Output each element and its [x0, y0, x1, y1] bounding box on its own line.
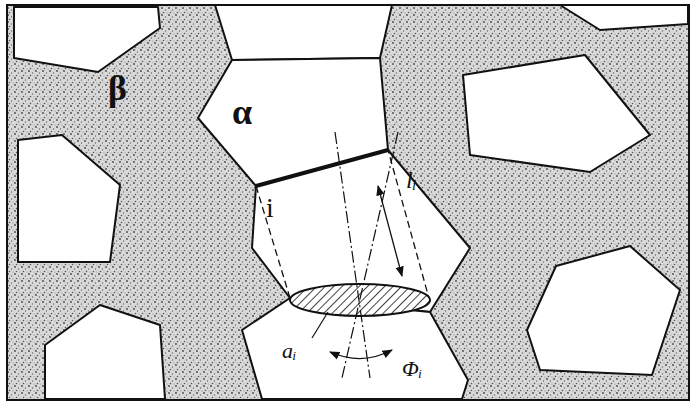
leader-line — [312, 312, 328, 338]
projection-lines — [256, 150, 430, 302]
phase-label: β — [108, 70, 127, 106]
angle-symbol: Φᵢ — [402, 358, 422, 380]
alpha-grains — [14, 5, 688, 399]
length-arrow — [378, 186, 402, 276]
grain-index: i — [266, 194, 274, 222]
area-symbol: aᵢ — [282, 340, 296, 362]
angle-arc — [330, 350, 392, 359]
axis-lines — [335, 132, 398, 378]
phase-label: α — [232, 94, 252, 130]
length-symbol: lᵢ — [406, 168, 416, 192]
beta-matrix — [7, 5, 689, 400]
grain-boundary — [256, 150, 388, 186]
